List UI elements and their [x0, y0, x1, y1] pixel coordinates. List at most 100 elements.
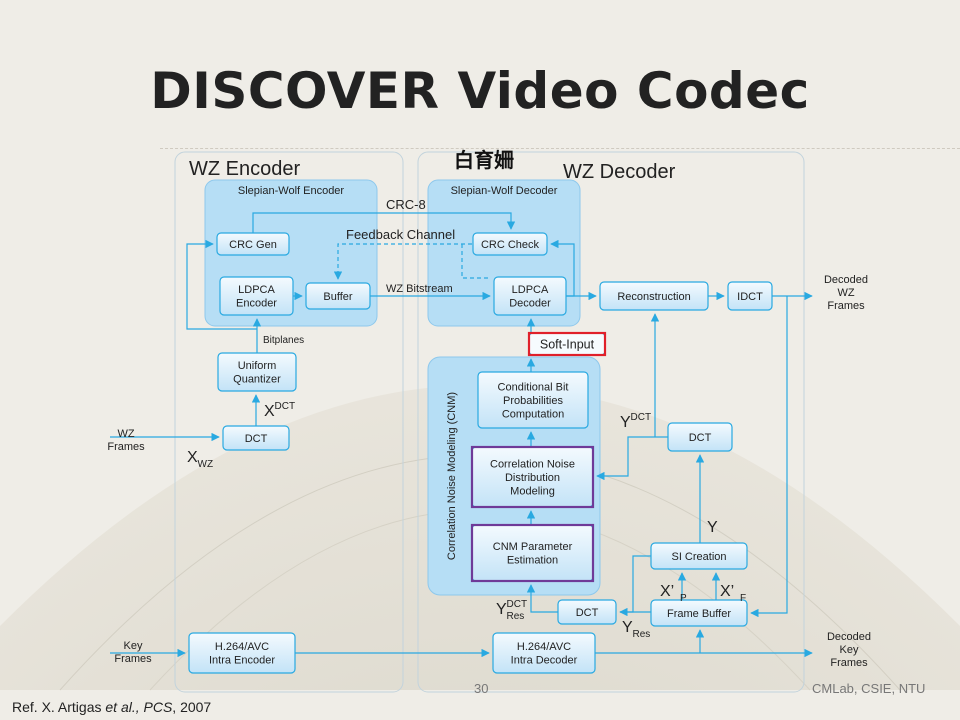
wz-frames-input-label: Frames	[107, 441, 145, 453]
svg-text:DCT: DCT	[275, 401, 296, 412]
svg-text:F: F	[740, 593, 746, 604]
bitplanes-label: Bitplanes	[263, 335, 304, 346]
wire-si-to-res-dct	[619, 555, 651, 617]
block-label: Quantizer	[233, 374, 281, 386]
wz-decoder-frame	[417, 151, 805, 693]
wire-feedback-channel	[333, 243, 472, 280]
wire-ydct-to-cnm-dist	[596, 436, 668, 481]
buffer-block: Buffer	[305, 282, 371, 310]
svg-text:X: X	[264, 403, 275, 420]
soft-input-block: Soft-Input	[528, 332, 606, 356]
block-label: Uniform	[238, 360, 277, 372]
block-label: Reconstruction	[617, 291, 690, 303]
crc-check-block: CRC Check	[472, 232, 548, 256]
svg-text:X: X	[187, 449, 198, 466]
wz-encoder-title: WZ Encoder	[189, 158, 300, 180]
block-label: SI Creation	[671, 551, 726, 563]
reference-citation: Ref. X. Artigas et al., PCS, 2007	[12, 699, 212, 715]
svg-text:WZ: WZ	[198, 459, 214, 470]
svg-text:P: P	[680, 593, 687, 604]
organization-label: CMLab, CSIE, NTU	[812, 681, 926, 696]
feedback-channel-label: Feedback Channel	[346, 227, 455, 242]
decoded-key-frames-label: Decoded	[827, 631, 871, 643]
svg-text:Res: Res	[507, 611, 525, 622]
wire-feedback-decoder	[461, 244, 490, 279]
crc8-label: CRC-8	[386, 197, 426, 212]
block-label: Probabilities	[503, 395, 563, 407]
block-label: Encoder	[236, 298, 277, 310]
svg-text:Y: Y	[622, 619, 633, 636]
decoded-key-frames-label: Key	[840, 644, 859, 656]
reconstruction-block: Reconstruction	[599, 281, 709, 311]
key-frames-input-label: Frames	[114, 653, 152, 665]
slepian-wolf-decoder-label: Slepian-Wolf Decoder	[451, 185, 558, 197]
svg-text:DCT: DCT	[631, 412, 652, 423]
block-label: Decoder	[509, 298, 551, 310]
block-label: H.264/AVC	[215, 641, 269, 653]
wire-decoder-to-crc-check	[550, 239, 575, 297]
wire-crc8	[252, 212, 516, 233]
y-label: Y	[707, 519, 718, 536]
soft-input-highlight	[527, 331, 607, 357]
title-rule	[160, 148, 960, 150]
block-label: Conditional Bit	[498, 381, 569, 393]
block-label: LDPCA	[238, 284, 275, 296]
block-label: Intra Decoder	[511, 655, 578, 667]
h264-decoder-block: H.264/AVC Intra Decoder	[492, 632, 596, 674]
cnm-param-highlight	[470, 523, 595, 583]
garbled-title-text: 白育姍	[454, 148, 514, 172]
block-label: Buffer	[323, 291, 352, 303]
page-number: 30	[474, 681, 489, 696]
crc-gen-block: CRC Gen	[216, 232, 290, 256]
decoded-wz-frames-label: Frames	[827, 300, 865, 312]
ldpca-encoder-block: LDPCA Encoder	[219, 276, 294, 316]
slepian-wolf-encoder-label: Slepian-Wolf Encoder	[238, 185, 345, 197]
ldpca-decoder-block: LDPCA Decoder	[493, 276, 567, 316]
wz-decoder-title: WZ Decoder	[563, 161, 676, 183]
key-frames-input-label: Key	[124, 640, 143, 652]
wz-encoder-frame	[174, 151, 404, 693]
wire-bitplanes-to-crc-gen	[186, 239, 257, 330]
wz-bitstream-label: WZ Bitstream	[386, 283, 453, 295]
svg-text:Y: Y	[496, 601, 507, 618]
decoded-wz-frames-label: Decoded	[824, 274, 868, 286]
corr-noise-highlight	[470, 445, 595, 509]
block-label: DCT	[245, 433, 268, 445]
block-label: CRC Check	[481, 239, 540, 251]
decoded-key-frames-label: Frames	[830, 657, 868, 669]
block-label: Computation	[502, 408, 564, 420]
block-label: Distribution	[505, 472, 560, 484]
block-label: LDPCA	[512, 284, 549, 296]
block-label: DCT	[689, 432, 712, 444]
frame-buffer-block: Frame Buffer	[650, 599, 748, 627]
wire-output-to-frame-buffer	[750, 296, 788, 618]
dct-si-block: DCT	[667, 422, 733, 452]
block-label: Soft-Input	[540, 338, 595, 352]
dct-res-block: DCT	[557, 599, 617, 625]
block-label: CNM Parameter	[493, 541, 573, 553]
decoded-wz-frames-label: WZ	[837, 287, 854, 299]
block-label: DCT	[576, 607, 599, 619]
block-label: Estimation	[507, 555, 558, 567]
wz-frames-input-label: WZ	[117, 428, 134, 440]
svg-text:Y: Y	[620, 414, 631, 431]
block-label: IDCT	[737, 291, 763, 303]
block-label: Frame Buffer	[667, 608, 731, 620]
svg-text:X’: X’	[720, 583, 734, 600]
idct-block: IDCT	[727, 281, 773, 311]
x-prime-f-label: X’ F	[720, 583, 746, 604]
block-label: CRC Gen	[229, 239, 277, 251]
si-creation-block: SI Creation	[650, 542, 748, 570]
svg-text:DCT: DCT	[507, 599, 528, 610]
block-label: H.264/AVC	[517, 641, 571, 653]
